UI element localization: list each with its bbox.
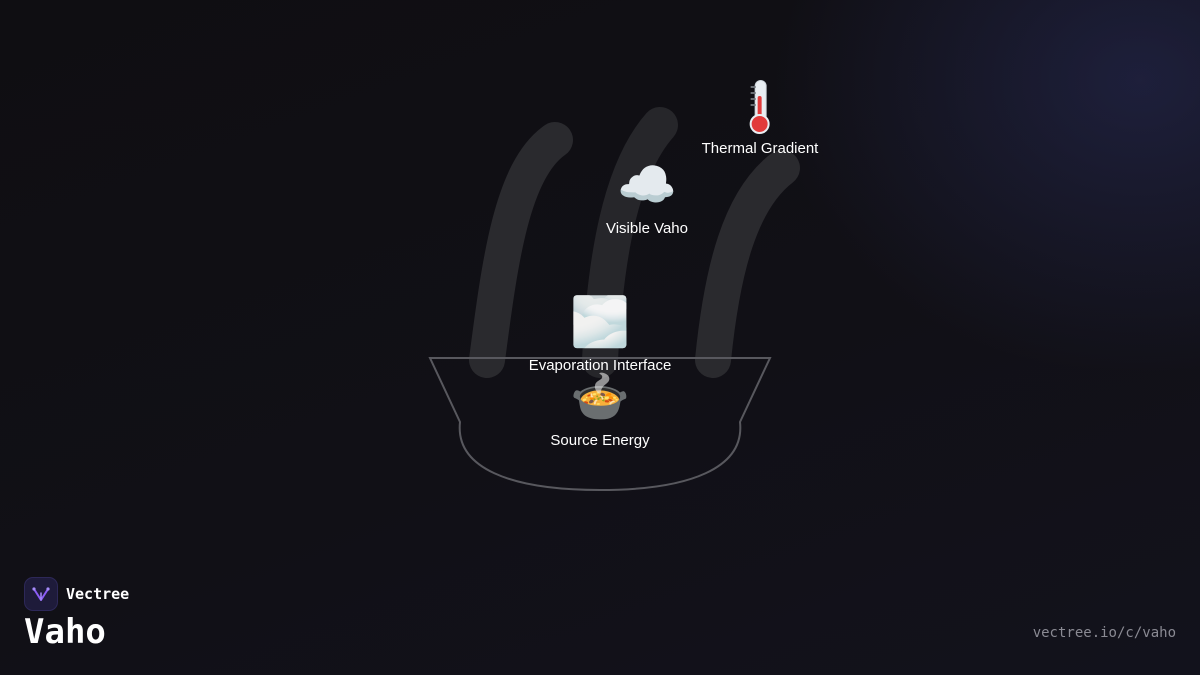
steam-wisp-left (469, 122, 573, 378)
vectree-logo-icon (24, 577, 58, 611)
node-thermal-gradient: Thermal Gradient (701, 78, 819, 158)
page-title: Vaho (24, 612, 106, 652)
node-label-source-energy: Source Energy (550, 432, 650, 449)
vessel-outline (428, 357, 772, 492)
node-visible-vaho: ☁️ Visible Vaho (606, 158, 688, 238)
source-url-link[interactable]: vectree.io/c/vaho (1032, 625, 1176, 641)
node-evaporation-interface: 🌫️ Evaporation Interface (529, 295, 672, 375)
pot-of-food-icon: 🍲 (570, 371, 630, 424)
cloud-icon: ☁️ (617, 159, 677, 212)
steam-wisp-right (695, 150, 800, 378)
node-label-thermal-gradient: Thermal Gradient (701, 140, 819, 157)
brand: Vectree (24, 577, 129, 611)
node-label-evaporation-interface: Evaporation Interface (528, 357, 672, 374)
fog-icon: 🌫️ (570, 296, 630, 349)
node-source-energy: 🍲 Source Energy (550, 370, 649, 450)
node-label-visible-vaho: Visible Vaho (605, 220, 689, 237)
steam-wisp-center (582, 107, 678, 378)
thermometer-icon (746, 78, 774, 134)
brand-name: Vectree (66, 585, 130, 603)
